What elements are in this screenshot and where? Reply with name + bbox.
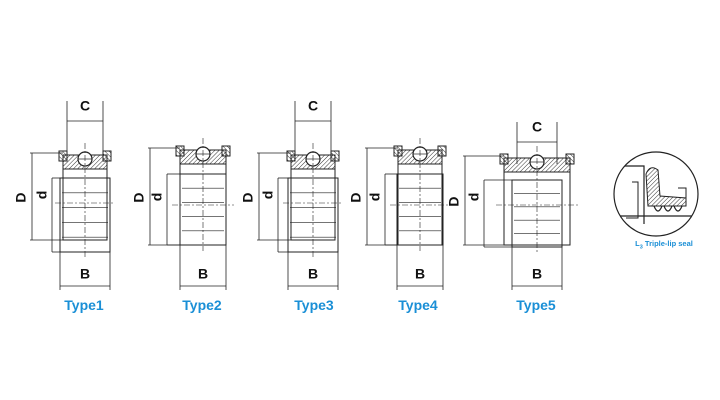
dim-label-B: B (308, 266, 318, 282)
dim-label-B: B (532, 266, 542, 282)
dim-label-D: D (240, 192, 256, 202)
seal-left (286, 150, 296, 162)
dim-label-B: B (80, 266, 90, 282)
seal-right (102, 150, 112, 162)
seal-lip-2 (663, 205, 673, 212)
seal-right (221, 145, 231, 157)
dim-label-B: B (415, 266, 425, 282)
seal-left (58, 150, 68, 162)
ring-wall (620, 165, 645, 224)
dim-label-D: D (446, 196, 462, 206)
type2-label: Type2 (182, 297, 222, 313)
dim-label-D: D (131, 192, 147, 202)
dim-label-C: C (532, 119, 542, 135)
type5-label: Type5 (516, 297, 556, 313)
dim-label-D: D (13, 192, 29, 202)
dim-label-d: d (34, 191, 50, 200)
seal-right (330, 150, 340, 162)
shield (626, 181, 639, 219)
dim-label-d: d (260, 191, 276, 200)
seal-left (393, 145, 403, 157)
seal-left (175, 145, 185, 157)
seal-lip-3 (673, 205, 683, 212)
seal-right (437, 145, 447, 157)
dim-label-D: D (348, 192, 364, 202)
seal-detail (613, 151, 699, 237)
dim-label-d: d (149, 193, 165, 202)
seal-left (499, 153, 509, 165)
flinger (678, 187, 687, 198)
dim-label-d: d (367, 193, 383, 202)
dim-label-C: C (308, 98, 318, 114)
dim-label-C: C (80, 98, 90, 114)
type3-label: Type3 (294, 297, 334, 313)
type4-label: Type4 (398, 297, 438, 313)
seal-detail-label: L3 Triple-lip seal (635, 239, 693, 251)
seal-right (565, 153, 575, 165)
seal-lip-1 (653, 205, 663, 212)
dim-label-d: d (466, 193, 482, 202)
type1-label: Type1 (64, 297, 104, 313)
seal-body (645, 167, 687, 207)
dim-label-B: B (198, 266, 208, 282)
